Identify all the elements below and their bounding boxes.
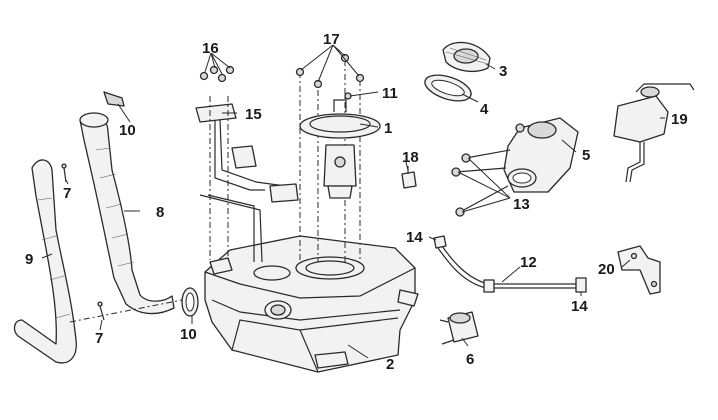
reservoir-tank <box>613 83 695 183</box>
fuel-cap <box>442 41 491 73</box>
callout-14-right: 14 <box>571 298 588 315</box>
fuel-pump-unit <box>299 60 381 262</box>
bolts-17 <box>295 53 365 89</box>
fuel-tank <box>204 235 419 373</box>
callout-1: 1 <box>384 120 392 137</box>
bolts-16 <box>199 65 235 83</box>
breather-tube <box>433 235 587 293</box>
callout-5: 5 <box>582 147 590 164</box>
filler-neck <box>503 117 579 193</box>
callout-9: 9 <box>25 251 33 268</box>
callout-6: 6 <box>466 351 474 368</box>
clamp-10-lower <box>181 287 199 317</box>
leader-lines <box>41 44 665 359</box>
callout-14-left: 14 <box>406 229 423 246</box>
clip-7-upper <box>61 163 67 183</box>
fuel-hose-9 <box>13 159 183 364</box>
callout-20: 20 <box>598 261 615 278</box>
callout-10-lower: 10 <box>180 326 197 343</box>
callout-2: 2 <box>386 356 394 373</box>
clip-7-lower <box>97 301 105 321</box>
callout-15: 15 <box>245 106 262 123</box>
fuel-sender <box>195 96 299 263</box>
clip-18 <box>401 166 417 189</box>
callout-19: 19 <box>671 111 688 128</box>
callout-18: 18 <box>402 149 419 166</box>
callout-7-upper: 7 <box>63 185 71 202</box>
callout-13: 13 <box>513 196 530 213</box>
callout-labels: 1 2 3 4 5 6 7 7 8 9 10 10 11 12 13 14 14… <box>25 31 688 373</box>
fuel-filter <box>439 311 479 345</box>
callout-12: 12 <box>520 254 537 271</box>
clamp-10-upper <box>103 91 125 107</box>
fuel-hose-8 <box>79 112 175 315</box>
callout-17: 17 <box>323 31 340 48</box>
callout-11: 11 <box>382 85 398 102</box>
callout-16: 16 <box>202 40 219 57</box>
callout-4: 4 <box>480 101 489 118</box>
screws-13 <box>451 149 511 217</box>
callout-10-upper: 10 <box>119 122 136 139</box>
callout-7-lower: 7 <box>95 330 103 347</box>
bracket-20 <box>617 245 661 295</box>
gasket <box>424 74 472 102</box>
callout-8: 8 <box>156 204 164 221</box>
callout-3: 3 <box>499 63 507 80</box>
